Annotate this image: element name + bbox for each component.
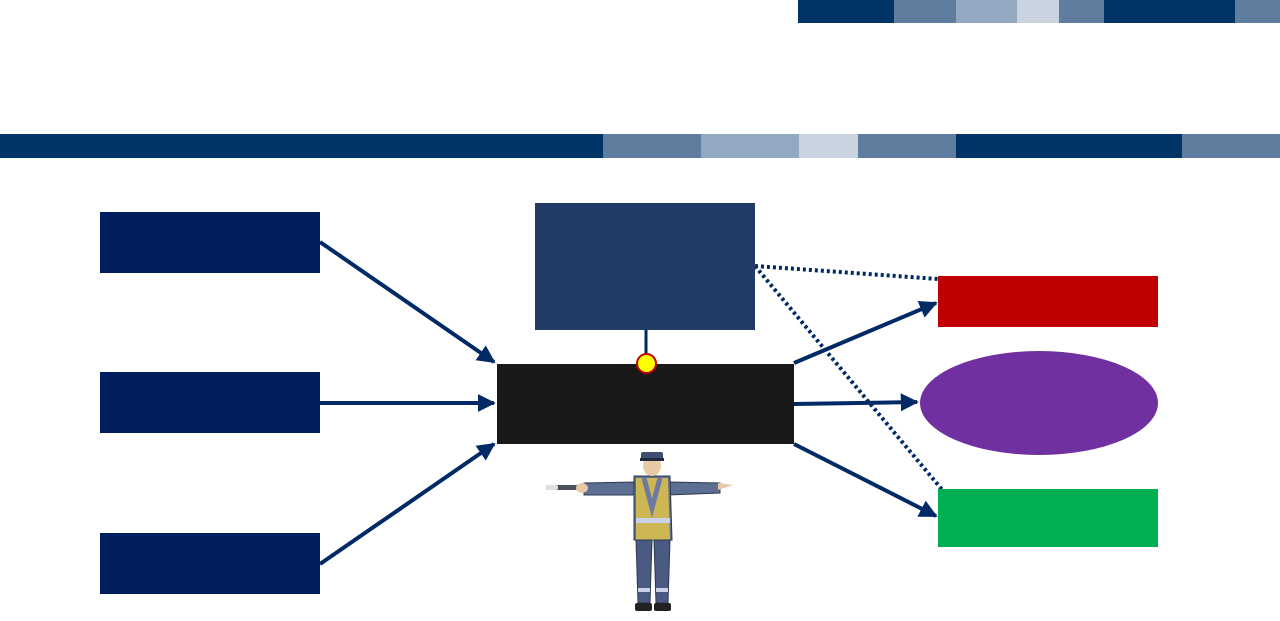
header-segment xyxy=(603,134,701,158)
header-band xyxy=(0,134,1280,158)
process-box xyxy=(497,364,794,444)
header-segment xyxy=(1182,134,1280,158)
output-ellipse-purple xyxy=(920,351,1158,455)
traffic-police-officer-icon xyxy=(546,452,733,611)
header-top-bar xyxy=(798,0,1280,23)
input-arrow-1 xyxy=(318,240,496,364)
input-arrow-3 xyxy=(318,442,496,566)
control-link-1 xyxy=(754,264,939,281)
header-segment xyxy=(1104,0,1235,23)
header-segment xyxy=(799,134,858,158)
header-segment xyxy=(956,134,1182,158)
input-box-1 xyxy=(100,212,320,273)
input-box-3 xyxy=(100,533,320,594)
output-box-green xyxy=(938,489,1158,547)
header-segment xyxy=(1235,0,1280,23)
control-link-2 xyxy=(753,264,946,494)
controller-box xyxy=(535,203,755,330)
header-segment xyxy=(858,134,956,158)
output-box-red xyxy=(938,276,1158,327)
output-arrow-2 xyxy=(793,393,919,412)
header-segment xyxy=(701,134,799,158)
header-segment xyxy=(956,0,1017,23)
control-point-dot xyxy=(636,353,657,374)
output-arrow-1 xyxy=(793,301,938,365)
header-segment xyxy=(1017,0,1059,23)
input-box-2 xyxy=(100,372,320,433)
header-segment xyxy=(798,0,894,23)
header-segment xyxy=(1059,0,1104,23)
header-segment xyxy=(894,0,956,23)
header-segment xyxy=(0,134,603,158)
output-arrow-3 xyxy=(793,442,938,518)
